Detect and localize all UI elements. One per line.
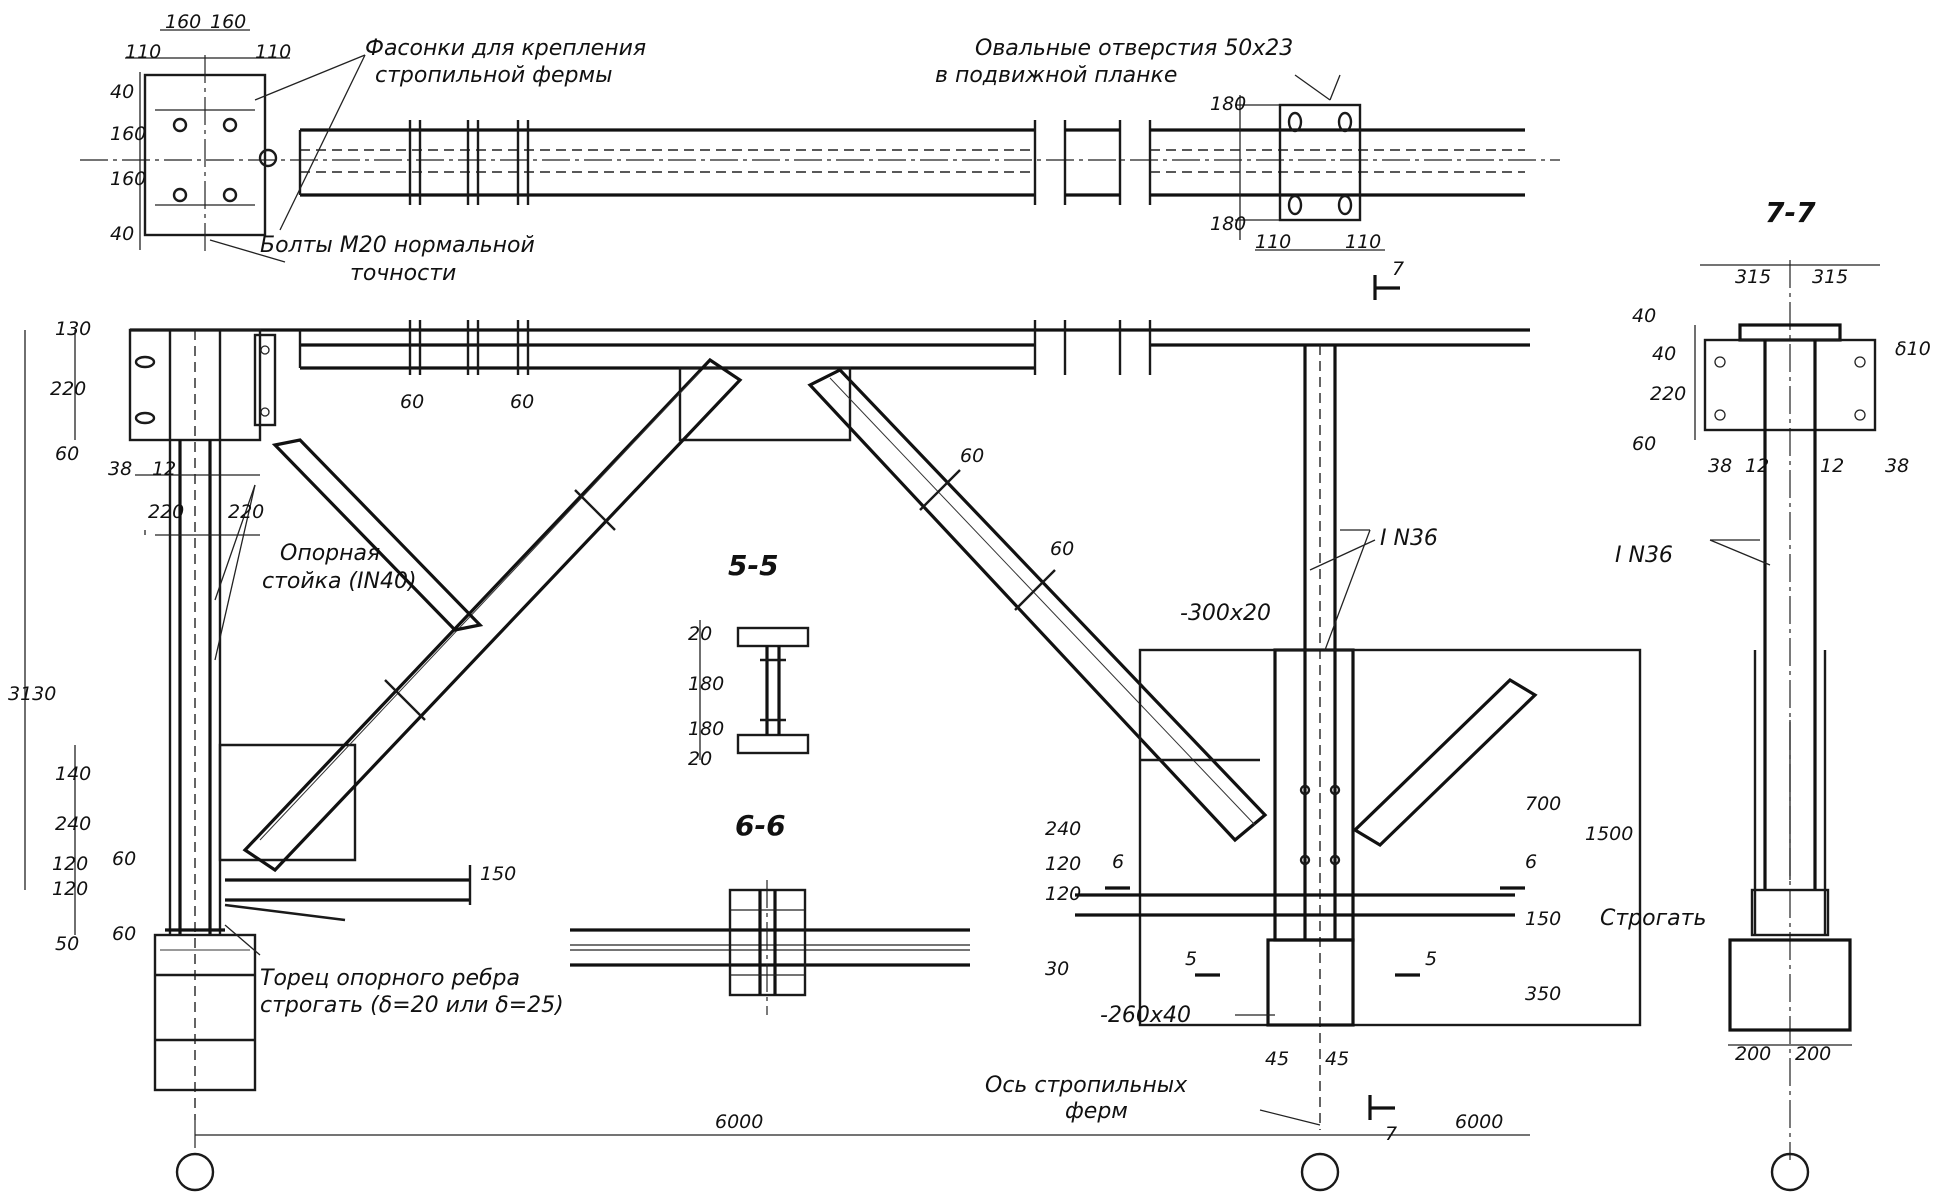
dim: 38: [1708, 455, 1732, 477]
gussets-line1: Фасонки для крепления: [365, 36, 646, 61]
dim: 45: [1265, 1048, 1289, 1070]
dim: 315: [1735, 266, 1771, 288]
dim: 110: [1345, 231, 1381, 253]
rib-end-line1: Торец опорного ребра: [260, 966, 520, 991]
dim: 350: [1525, 983, 1561, 1005]
rib-end-line2: строгать (δ=20 или δ=25): [260, 993, 564, 1018]
dim: 40: [1652, 343, 1676, 365]
plate-top-label: -300x20: [1180, 601, 1271, 626]
axis-circle-middle: [1300, 1152, 1340, 1192]
dim: 40: [1632, 305, 1656, 327]
truss-axis-line1: Ось стропильных: [985, 1073, 1188, 1098]
grid-axis-markers: [175, 1152, 1810, 1192]
section-5-5: [699, 620, 810, 760]
dim: 240: [1045, 818, 1081, 840]
dim: 60: [112, 923, 136, 945]
dim: 200: [1735, 1043, 1771, 1065]
dim: 38: [1885, 455, 1909, 477]
dim: 140: [55, 763, 91, 785]
dim: 110: [125, 41, 161, 63]
bolts-line2: точности: [350, 261, 456, 286]
dim: 40: [110, 223, 134, 245]
dim: 30: [1045, 958, 1069, 980]
support-column-line2: стойка (IN40): [262, 569, 417, 594]
cut-6-right: 6: [1525, 851, 1537, 873]
dim: 150: [1525, 908, 1561, 930]
section-7-7: [1694, 260, 1880, 1160]
section-6-6: [570, 880, 970, 1015]
dim: 20: [688, 623, 712, 645]
annotations: Фасонки для крепления стропильной фермы …: [8, 11, 1931, 1145]
axis-circle-left: [175, 1152, 215, 1192]
dim: 220: [50, 378, 86, 400]
dim: 3130: [8, 683, 56, 705]
oval-holes-line2: в подвижной планке: [935, 63, 1177, 88]
dim: 160: [110, 123, 146, 145]
dim: 20: [688, 748, 712, 770]
bolts-line1: Болты М20 нормальной: [260, 233, 535, 258]
main-elevation: [24, 275, 1642, 1150]
dim: 160: [110, 168, 146, 190]
dim: 220: [148, 501, 184, 523]
dim: 12: [152, 458, 176, 480]
dim: 50: [55, 933, 79, 955]
cut-5-right: 5: [1425, 948, 1437, 970]
dim: 160: [165, 11, 201, 33]
dim: 12: [1745, 455, 1769, 477]
dim: 200: [1795, 1043, 1831, 1065]
dim: 45: [1325, 1048, 1349, 1070]
cut-5-left: 5: [1185, 948, 1197, 970]
section-77-title: 7-7: [1765, 196, 1816, 229]
plate-bottom-label: -260x40: [1100, 1003, 1191, 1028]
cut-6-left: 6: [1112, 851, 1124, 873]
dim: 150: [480, 863, 516, 885]
dim: 120: [52, 878, 88, 900]
beam-77-label: I N36: [1615, 543, 1673, 568]
dim: 60: [1050, 538, 1074, 560]
cut-7-bottom: 7: [1385, 1123, 1397, 1145]
dim: 60: [400, 391, 424, 413]
dim: 60: [510, 391, 534, 413]
dim: 700: [1525, 793, 1561, 815]
plane-note: Строгать: [1600, 906, 1706, 931]
dim: 120: [1045, 853, 1081, 875]
dim: 110: [1255, 231, 1291, 253]
beam-right-label: I N36: [1380, 526, 1438, 551]
dim: δ10: [1895, 338, 1931, 360]
truss-axis-line2: ферм: [1065, 1099, 1128, 1124]
dim: 1500: [1585, 823, 1633, 845]
dim: 130: [55, 318, 91, 340]
dim: 120: [1045, 883, 1081, 905]
dim: 180: [688, 718, 724, 740]
dim: 60: [112, 848, 136, 870]
dim: 60: [1632, 433, 1656, 455]
dim: 180: [1210, 93, 1246, 115]
dim: 38: [108, 458, 132, 480]
axis-circle-right: [1770, 1152, 1810, 1192]
dim: 220: [1650, 383, 1686, 405]
dim: 180: [1210, 213, 1246, 235]
dim: 220: [228, 501, 264, 523]
support-column-line1: Опорная: [280, 541, 380, 566]
dim: 110: [255, 41, 291, 63]
dim: 12: [1820, 455, 1844, 477]
dim: 315: [1812, 266, 1848, 288]
cut-7-top: 7: [1392, 258, 1404, 280]
dim: 160: [210, 11, 246, 33]
dim: 240: [55, 813, 91, 835]
section-55-title: 5-5: [728, 549, 779, 582]
span-left: 6000: [715, 1111, 763, 1133]
dim: 40: [110, 81, 134, 103]
section-66-title: 6-6: [735, 809, 786, 842]
gussets-line2: стропильной фермы: [375, 63, 612, 88]
top-plan-view: [80, 29, 1560, 263]
dim: 120: [52, 853, 88, 875]
span-right: 6000: [1455, 1111, 1503, 1133]
dim: 180: [688, 673, 724, 695]
oval-holes-line1: Овальные отверстия 50x23: [975, 36, 1293, 61]
dim: 60: [960, 445, 984, 467]
dim: 60: [55, 443, 79, 465]
